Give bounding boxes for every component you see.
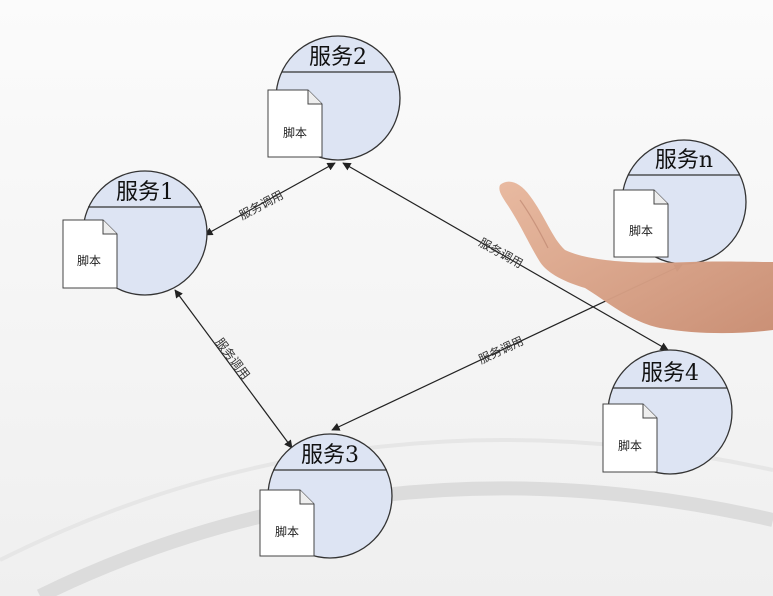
- edge-svc1-svc2: 服务调用: [204, 162, 336, 236]
- service-node-2: 服务2 脚本: [267, 35, 401, 161]
- service-title: 服务1: [116, 180, 174, 205]
- service-node-4: 服务4 脚本: [602, 349, 733, 475]
- service-node-1: 服务1 脚本: [62, 170, 208, 296]
- edge-svc1-svc3: 服务调用: [174, 289, 293, 449]
- edge-label: 服务调用: [236, 187, 285, 223]
- script-document-icon: 脚本: [62, 219, 118, 289]
- document-label: 脚本: [275, 524, 299, 539]
- service-title: 服务3: [301, 443, 359, 468]
- edge-label: 服务调用: [477, 235, 526, 271]
- script-document-icon: 脚本: [613, 189, 669, 258]
- script-document-icon: 脚本: [259, 489, 315, 557]
- service-node-n: 服务n 脚本: [613, 139, 747, 265]
- script-document-icon: 脚本: [267, 89, 323, 158]
- edge-label: 服务调用: [476, 333, 526, 367]
- document-label: 脚本: [77, 253, 101, 268]
- service-title: 服务2: [309, 45, 367, 70]
- document-label: 脚本: [283, 125, 307, 140]
- service-title: 服务4: [641, 361, 699, 386]
- script-document-icon: 脚本: [602, 403, 658, 473]
- service-title: 服务n: [655, 148, 713, 173]
- edge-label: 服务调用: [213, 335, 254, 382]
- service-node-3: 服务3 脚本: [259, 433, 393, 559]
- document-label: 脚本: [618, 438, 642, 453]
- presenter-hand: [499, 181, 773, 334]
- document-label: 脚本: [629, 223, 653, 238]
